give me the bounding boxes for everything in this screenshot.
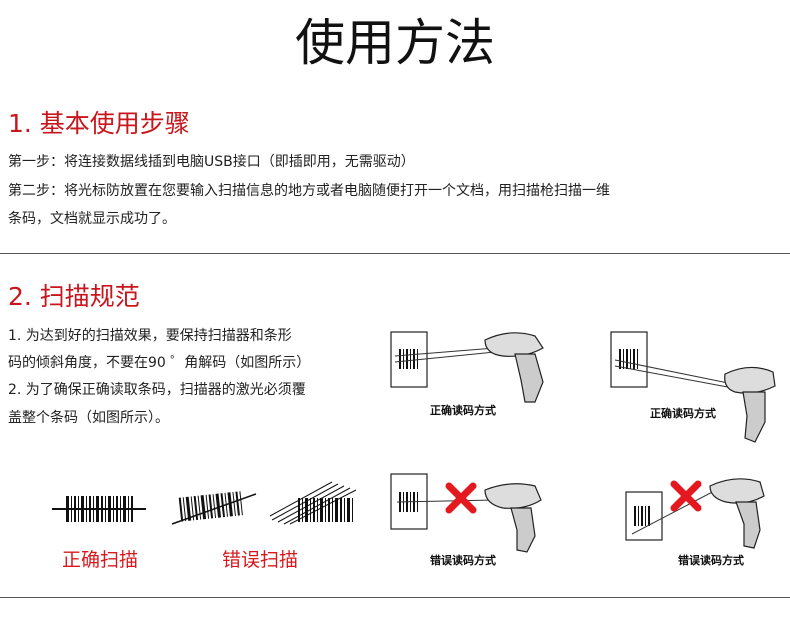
spec-line-3: 2. 为了确保正确读取条码，扫描器的激光必须覆 [8,382,306,398]
step-2-continued-text: 条码，文档就显示成功了。 [8,211,176,227]
caption-correct-1: 正确读码方式 [430,404,496,417]
barcode-correct-scan [52,496,146,522]
spec-line-2: 码的倾斜角度，不要在90 ゜角解码（如图所示） [8,355,311,371]
section-heading-basic-steps: 1. 基本使用步骤 [8,109,190,138]
bottom-divider [0,597,790,598]
section-heading-scan-spec: 2. 扫描规范 [8,282,140,311]
barcode-wrong-scan-stacked [269,481,357,525]
spec-line-4: 盖整个条码（如图所示）。 [8,410,169,426]
caption-wrong-2: 错误读码方式 [678,554,744,567]
scanner-diagram-wrong-1 [390,473,542,553]
caption-correct-2: 正确读码方式 [650,407,716,420]
page-title: 使用方法 [295,14,495,72]
step-2-text: 第二步：将光标防放置在您要输入扫描信息的地方或者电脑随便打开一个文档，用扫描枪扫… [8,183,610,199]
scanner-diagram-correct-1 [390,331,544,403]
wrong-scan-label: 错误扫描 [222,549,299,571]
correct-scan-label: 正确扫描 [62,549,139,571]
scanner-diagram-wrong-2 [625,478,765,549]
step-1-text: 第一步：将连接数据线插到电脑USB接口（即插即用，无需驱动） [8,154,415,170]
spec-line-1: 1. 为达到好的扫描效果，要保持扫描器和条形 [8,328,292,344]
scanner-diagram-correct-2 [610,331,776,443]
caption-wrong-1: 错误读码方式 [430,554,496,567]
divider [0,253,790,254]
barcode-correct-scan-tilted [171,491,257,525]
